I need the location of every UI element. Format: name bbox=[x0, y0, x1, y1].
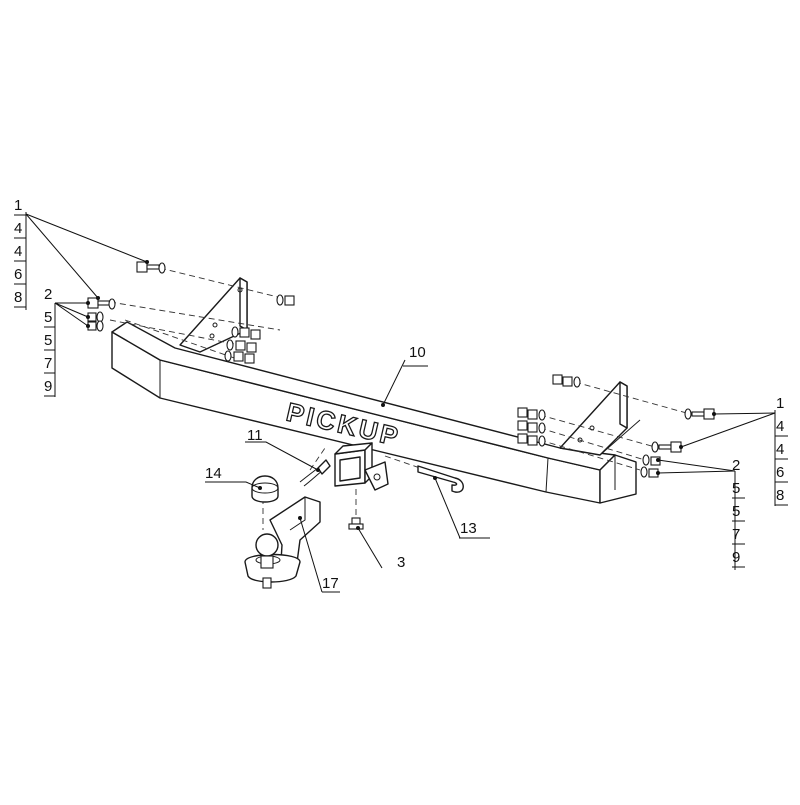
right-callout-stack-b: 2 5 5 7 9 bbox=[732, 457, 745, 570]
callout-bolt: 3 bbox=[397, 554, 405, 571]
callout-right-a-3: 4 bbox=[776, 441, 784, 458]
callout-left-a-5: 8 bbox=[14, 289, 22, 306]
callout-left-b-3: 5 bbox=[44, 332, 52, 349]
main-beam bbox=[111, 321, 637, 504]
callout-right-a-1: 1 bbox=[776, 395, 784, 412]
ball-cap bbox=[251, 475, 279, 503]
callout-beam: 10 bbox=[409, 344, 426, 361]
right-callout-stack-a: 1 4 4 6 8 bbox=[774, 395, 788, 506]
callout-right-a-4: 6 bbox=[776, 464, 784, 481]
left-fasteners bbox=[87, 261, 295, 364]
callout-right-b-2: 5 bbox=[732, 480, 740, 497]
callout-left-b-4: 7 bbox=[44, 355, 52, 372]
callout-right-a-2: 4 bbox=[776, 418, 784, 435]
callout-cap: 14 bbox=[205, 465, 222, 482]
security-clip bbox=[417, 465, 464, 493]
callout-clip: 13 bbox=[460, 520, 477, 537]
callout-right-b-5: 9 bbox=[732, 549, 740, 566]
callout-left-b-5: 9 bbox=[44, 378, 52, 395]
assembly-lines bbox=[109, 267, 691, 530]
left-callout-stack-a: 1 4 4 6 8 bbox=[14, 197, 27, 310]
callout-left-b-2: 5 bbox=[44, 309, 52, 326]
left-callout-stack-b: 2 5 5 7 9 bbox=[44, 286, 56, 397]
callout-ball-mount: 17 bbox=[322, 575, 339, 592]
right-bracket bbox=[559, 381, 641, 456]
leader-lines bbox=[25, 213, 776, 593]
ball-mount bbox=[244, 496, 321, 589]
callout-right-b-3: 5 bbox=[732, 503, 740, 520]
callout-left-a-1: 1 bbox=[14, 197, 22, 214]
callout-left-b-1: 2 bbox=[44, 286, 52, 303]
callout-left-a-2: 4 bbox=[14, 220, 22, 237]
callout-left-a-3: 4 bbox=[14, 243, 22, 260]
locking-pin bbox=[299, 459, 331, 487]
callout-left-a-4: 6 bbox=[14, 266, 22, 283]
callout-pin: 11 bbox=[247, 427, 263, 444]
receiver-hitch bbox=[334, 442, 389, 491]
callout-right-b-4: 7 bbox=[732, 526, 740, 543]
left-bracket bbox=[179, 277, 248, 353]
callout-right-b-1: 2 bbox=[732, 457, 740, 474]
small-bolt bbox=[348, 517, 364, 530]
callout-right-a-5: 8 bbox=[776, 487, 784, 504]
